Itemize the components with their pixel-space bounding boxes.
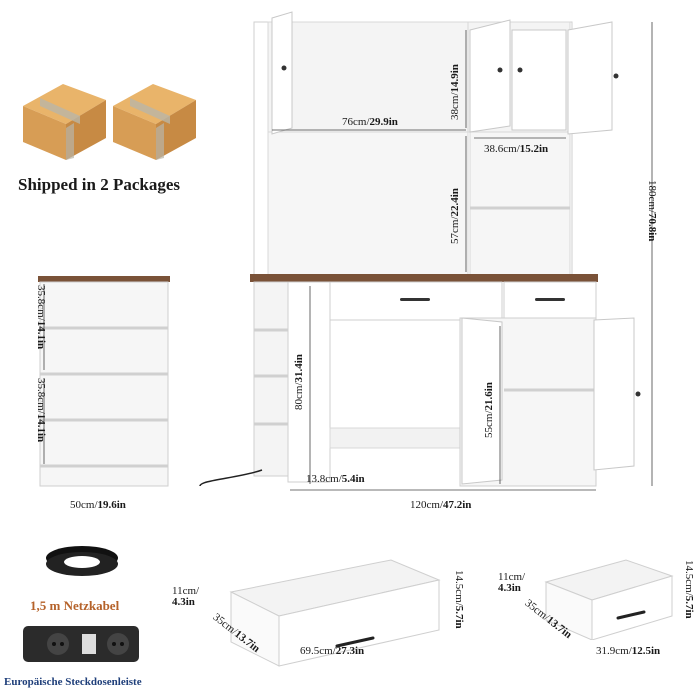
packages-illustration <box>23 84 196 160</box>
desk-hutch-illustration <box>199 11 653 491</box>
dim-side-unit-bottom: 35.8cm/14.1in <box>35 378 47 443</box>
dim-side-unit-width: 50cm/19.6in <box>70 499 126 511</box>
cable-label: 1,5 m Netzkabel <box>30 598 120 613</box>
large-drawer-illustration <box>229 559 441 667</box>
dim-hutch-height: 57cm/22.4in <box>449 188 461 244</box>
dim-drawer-large-height: 11cm/4.3in <box>172 585 200 608</box>
dim-drawer-small-width: 31.9cm/12.5in <box>596 645 661 657</box>
cardboard-box-icon <box>23 84 106 160</box>
side-bookcase-illustration <box>38 276 170 487</box>
small-drawer-illustration <box>544 559 674 640</box>
cardboard-box-icon <box>113 84 196 160</box>
dim-upper-height: 38cm/14.9in <box>449 64 461 120</box>
dim-side-shelf-depth: 13.8cm/5.4in <box>306 473 365 485</box>
dim-drawer-small-height: 11cm/4.3in <box>498 571 526 594</box>
dim-desk-height: 80cm/31.4in <box>293 354 305 410</box>
dim-right-cabinet-width: 38.6cm/15.2in <box>484 143 549 155</box>
dim-side-unit-top: 35.8cm/14.1in <box>35 285 47 350</box>
coiled-cable-icon <box>46 546 118 576</box>
dim-total-height: 180cm/70.8in <box>646 180 658 242</box>
dim-total-width: 120cm/47.2in <box>410 499 472 511</box>
power-strip-icon <box>23 626 139 662</box>
dim-drawer-large-width: 69.5cm/27.3in <box>300 645 365 657</box>
dim-drawer-small-side: 14.5cm/5.7in <box>683 560 695 619</box>
dim-cabinet-height: 55cm/21.6in <box>483 382 495 438</box>
packages-title: Shipped in 2 Packages <box>18 175 181 194</box>
dim-upper-width: 76cm/29.9in <box>342 116 398 128</box>
power-strip-label: Europäische Steckdosenleiste <box>4 676 142 688</box>
dim-drawer-large-side: 14.5cm/5.7in <box>453 570 465 629</box>
